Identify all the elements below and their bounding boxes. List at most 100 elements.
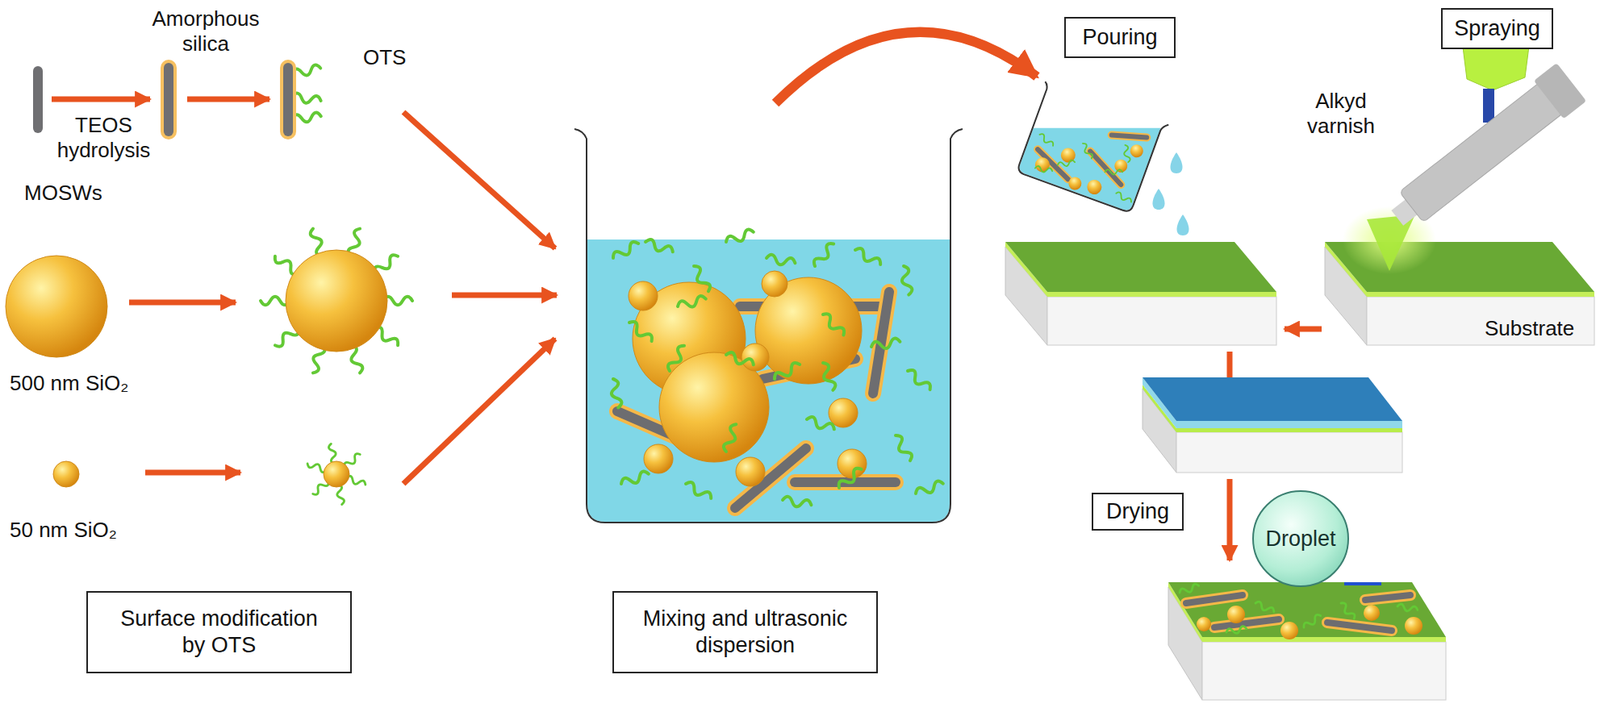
silica-coated-whisker <box>163 62 174 137</box>
pouring-beaker <box>1122 144 1131 163</box>
beaker-ots <box>905 367 933 393</box>
node-text: Pouring <box>1081 24 1158 51</box>
beaker-spheres <box>735 457 765 487</box>
spray-gun <box>1399 81 1564 223</box>
coated-substrate <box>1142 377 1403 422</box>
final-substrate <box>1344 582 1382 586</box>
material-label: 500 nm SiO₂ <box>9 371 129 397</box>
ots-sphere-50 <box>323 461 350 488</box>
beaker-spheres <box>628 281 658 311</box>
step-box: Mixing and ultrasonic dispersion <box>612 591 878 674</box>
ots-sphere-500 <box>260 227 413 375</box>
pour-substrate <box>1005 242 1277 346</box>
beaker-spheres <box>837 449 867 479</box>
process-label: TEOS hydrolysis <box>49 112 159 163</box>
ots-sphere-50 <box>306 443 367 506</box>
beaker-ots <box>914 480 945 498</box>
step-box: Surface modification by OTS <box>86 591 352 674</box>
pouring-beaker <box>1111 125 1148 147</box>
step-box: Drying <box>1091 492 1184 531</box>
beaker <box>587 239 950 523</box>
beaker-ots <box>836 466 865 492</box>
final-substrate <box>1396 603 1418 614</box>
material-label: Alkyd varnish <box>1300 88 1382 138</box>
ots-whisker <box>279 59 297 140</box>
final-substrate <box>1302 614 1323 631</box>
bare-whisker <box>33 66 43 134</box>
beaker-ots <box>765 254 796 268</box>
pouring-beaker <box>1080 142 1094 160</box>
beaker-ots <box>852 246 882 268</box>
pouring-beaker <box>1128 142 1146 160</box>
silica-sphere-50 <box>53 461 80 488</box>
beaker-ots <box>899 265 914 296</box>
pouring-drops <box>1177 214 1190 236</box>
silica-coated-whisker <box>160 59 177 140</box>
material-label: Amorphous silica <box>145 6 267 56</box>
process-arrow <box>451 292 557 299</box>
beaker-ots <box>805 415 836 434</box>
final-substrate <box>1365 595 1411 601</box>
process-arrow <box>1227 479 1233 561</box>
pouring-beaker <box>1111 125 1148 147</box>
node-text: Droplet <box>1265 526 1336 553</box>
beaker-ots <box>819 311 847 339</box>
beaker-ots <box>619 470 650 489</box>
spray-gun <box>1382 62 1587 238</box>
final-substrate <box>1186 595 1243 604</box>
beaker-spheres <box>761 271 788 297</box>
pouring-beaker <box>1112 157 1130 175</box>
spray-gun <box>1366 214 1416 272</box>
beaker-ots <box>643 238 674 256</box>
pour-substrate <box>1047 296 1277 346</box>
beaker-ots <box>626 319 655 345</box>
step-box: Spraying <box>1441 8 1554 50</box>
node-text: Mixing and ultrasonic dispersion <box>631 605 860 660</box>
pouring-beaker <box>1085 177 1104 197</box>
silica-sphere-50 <box>53 461 80 488</box>
spray-substrate <box>1366 296 1595 346</box>
beaker-ots <box>722 422 740 453</box>
final-substrate <box>1196 617 1212 632</box>
material-label: 50 nm SiO₂ <box>9 518 117 544</box>
final-substrate <box>1178 583 1200 597</box>
beaker-ots <box>781 496 812 510</box>
process-arrow <box>145 470 241 477</box>
beaker-ots <box>724 350 755 369</box>
material-label: MOSWs <box>24 180 103 206</box>
pour-substrate <box>1047 292 1277 297</box>
final-substrate <box>1202 637 1446 643</box>
beaker-ots <box>609 228 945 510</box>
beaker-ots <box>665 343 688 373</box>
spray-gun <box>1483 88 1495 123</box>
final-substrate <box>1253 601 1275 615</box>
pouring-beaker <box>1012 79 1169 215</box>
final-substrate <box>1225 626 1247 636</box>
pouring-beaker <box>1034 165 1053 174</box>
ots-whisker <box>283 62 293 137</box>
ots-whisker <box>279 59 322 140</box>
process-arrow <box>129 300 236 306</box>
final-substrate <box>1365 595 1411 601</box>
pouring-beaker <box>1104 169 1123 175</box>
beaker-ots <box>870 338 901 352</box>
beaker <box>574 129 963 523</box>
material-label: OTS <box>363 45 406 71</box>
curved-arrow <box>775 32 1037 104</box>
pouring-beaker <box>1066 175 1084 193</box>
beaker-ots <box>891 433 914 463</box>
final-substrate <box>1280 622 1299 640</box>
spray-gun <box>1533 62 1587 119</box>
silica-coated-whisker <box>160 59 177 140</box>
ots-sphere-500 <box>285 250 388 352</box>
pouring-drops <box>1170 152 1183 174</box>
beaker-ots <box>689 263 712 293</box>
process-arrow <box>403 338 556 485</box>
coated-substrate <box>1176 421 1403 429</box>
material-label: Substrate <box>1484 316 1575 342</box>
beaker-ots <box>676 295 707 311</box>
droplet-circle: Droplet <box>1252 490 1350 588</box>
beaker-ots <box>724 228 755 247</box>
bare-whisker <box>33 66 43 134</box>
step-box: Pouring <box>1064 16 1176 59</box>
